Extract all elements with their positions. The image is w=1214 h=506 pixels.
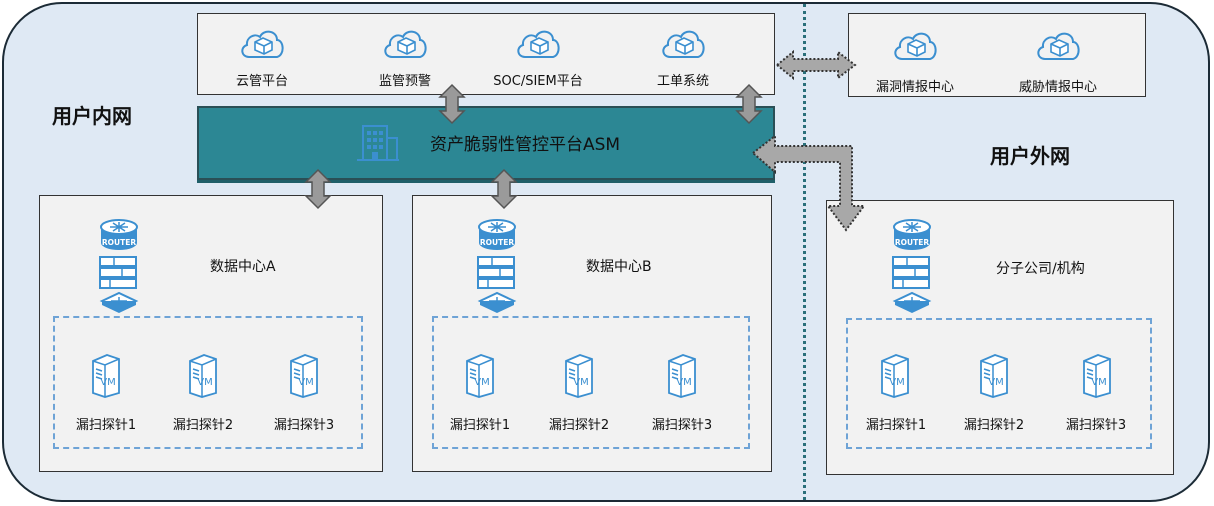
asm-platform-title: 资产脆弱性管控平台ASM [430, 135, 621, 155]
router-icon: ROUTER [474, 213, 522, 323]
vm-server-icon: VM [287, 351, 319, 399]
probe-group-branch [846, 318, 1152, 449]
svg-text:VM: VM [1091, 377, 1106, 388]
probe-label: 漏扫探针2 [963, 418, 1025, 433]
svg-text:VM: VM [676, 377, 691, 388]
probe-group-datacenter-b [432, 316, 750, 449]
probe-label: 漏扫探针3 [1065, 418, 1127, 433]
probe-label: 漏扫探针3 [651, 418, 713, 433]
svg-text:VM: VM [889, 377, 904, 388]
service-label-ticket: 工单系统 [656, 74, 709, 89]
site-box-branch [826, 200, 1174, 475]
zone-label-external: 用户外网 [990, 146, 1070, 168]
probe-label: 漏扫探针2 [172, 418, 234, 433]
svg-text:VM: VM [100, 377, 115, 388]
site-title-datacenter-a: 数据中心A [210, 259, 276, 275]
probe-label: 漏扫探针1 [75, 418, 137, 433]
svg-text:VM: VM [573, 377, 588, 388]
router-icon: ROUTER [96, 213, 144, 323]
probe-label: 漏扫探针2 [548, 418, 610, 433]
vm-server-icon: VM [665, 351, 697, 399]
external-services-box [848, 13, 1146, 97]
site-title-branch: 分子公司/机构 [996, 261, 1085, 277]
probe-group-datacenter-a [53, 316, 363, 449]
router-icon: ROUTER [889, 213, 937, 323]
asm-platform-bar [197, 106, 775, 180]
top-services-box [197, 13, 775, 95]
probe-label: 漏扫探针1 [865, 418, 927, 433]
svg-text:VM: VM [474, 377, 489, 388]
site-box-datacenter-b [412, 195, 772, 472]
site-title-datacenter-b: 数据中心B [586, 259, 652, 275]
probe-label: 漏扫探针1 [449, 418, 511, 433]
svg-text:ROUTER: ROUTER [895, 238, 929, 247]
service-label-soc-siem: SOC/SIEM平台 [493, 74, 583, 89]
vm-server-icon: VM [977, 351, 1009, 399]
zone-label-internal: 用户内网 [52, 106, 132, 128]
service-label-supervision: 监管预警 [378, 74, 431, 89]
building-icon [357, 125, 399, 161]
site-box-datacenter-a [39, 195, 383, 472]
svg-text:VM: VM [197, 377, 212, 388]
probe-label: 漏扫探针3 [273, 418, 335, 433]
vm-server-icon: VM [89, 351, 121, 399]
vm-server-icon: VM [186, 351, 218, 399]
network-divider [803, 4, 806, 500]
service-label-vuln-intel: 漏洞情报中心 [875, 80, 954, 95]
vm-server-icon: VM [463, 351, 495, 399]
svg-text:VM: VM [298, 377, 313, 388]
vm-server-icon: VM [878, 351, 910, 399]
svg-text:ROUTER: ROUTER [480, 238, 514, 247]
svg-text:VM: VM [988, 377, 1003, 388]
vm-server-icon: VM [562, 351, 594, 399]
svg-text:ROUTER: ROUTER [102, 238, 136, 247]
vm-server-icon: VM [1080, 351, 1112, 399]
service-label-cloud: 云管平台 [235, 74, 288, 89]
service-label-threat-intel: 威胁情报中心 [1018, 80, 1097, 95]
